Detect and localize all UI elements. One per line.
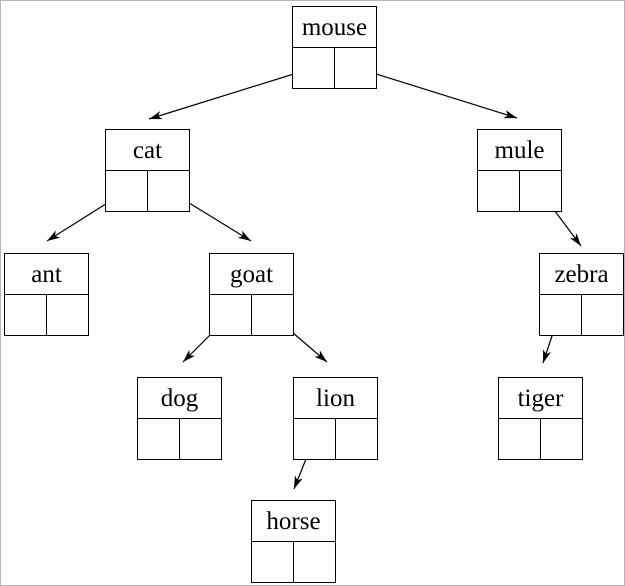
pointer-cells xyxy=(138,419,221,460)
tree-node-zebra: zebra xyxy=(539,253,624,336)
tree-node-mouse: mouse xyxy=(292,6,377,89)
right-pointer-cell xyxy=(582,295,624,336)
node-label-mule: mule xyxy=(478,130,561,171)
pointer-cells xyxy=(540,295,623,336)
pointer-cells xyxy=(5,295,88,336)
left-pointer-cell xyxy=(294,419,336,460)
node-label-goat: goat xyxy=(210,254,293,295)
left-pointer-cell xyxy=(210,295,252,336)
tree-node-mule: mule xyxy=(477,129,562,212)
pointer-cells xyxy=(294,419,377,460)
right-pointer-cell xyxy=(336,419,378,460)
tree-node-tiger: tiger xyxy=(498,377,583,460)
right-pointer-cell xyxy=(148,171,190,212)
pointer-cells xyxy=(106,171,189,212)
right-pointer-cell xyxy=(335,48,377,89)
pointer-cells xyxy=(293,48,376,89)
left-pointer-cell xyxy=(5,295,47,336)
edge-mouse-cat xyxy=(148,67,314,120)
node-label-mouse: mouse xyxy=(293,7,376,48)
node-label-cat: cat xyxy=(106,130,189,171)
pointer-cells xyxy=(252,542,335,583)
pointer-cells xyxy=(210,295,293,336)
node-label-lion: lion xyxy=(294,378,377,419)
tree-node-lion: lion xyxy=(293,377,378,460)
right-pointer-cell xyxy=(294,542,336,583)
tree-node-ant: ant xyxy=(4,253,89,336)
tree-node-goat: goat xyxy=(209,253,294,336)
edge-mouse-mule xyxy=(353,66,518,119)
tree-node-cat: cat xyxy=(105,129,190,212)
right-pointer-cell xyxy=(252,295,294,336)
right-pointer-cell xyxy=(47,295,89,336)
left-pointer-cell xyxy=(252,542,294,583)
tree-node-horse: horse xyxy=(251,500,336,583)
pointer-cells xyxy=(499,419,582,460)
node-label-tiger: tiger xyxy=(499,378,582,419)
left-pointer-cell xyxy=(293,48,335,89)
right-pointer-cell xyxy=(180,419,222,460)
tree-node-dog: dog xyxy=(137,377,222,460)
left-pointer-cell xyxy=(138,419,180,460)
node-label-zebra: zebra xyxy=(540,254,623,295)
node-label-horse: horse xyxy=(252,501,335,542)
node-label-ant: ant xyxy=(5,254,88,295)
left-pointer-cell xyxy=(478,171,520,212)
pointer-cells xyxy=(478,171,561,212)
left-pointer-cell xyxy=(499,419,541,460)
node-label-dog: dog xyxy=(138,378,221,419)
right-pointer-cell xyxy=(541,419,583,460)
left-pointer-cell xyxy=(106,171,148,212)
left-pointer-cell xyxy=(540,295,582,336)
right-pointer-cell xyxy=(520,171,562,212)
